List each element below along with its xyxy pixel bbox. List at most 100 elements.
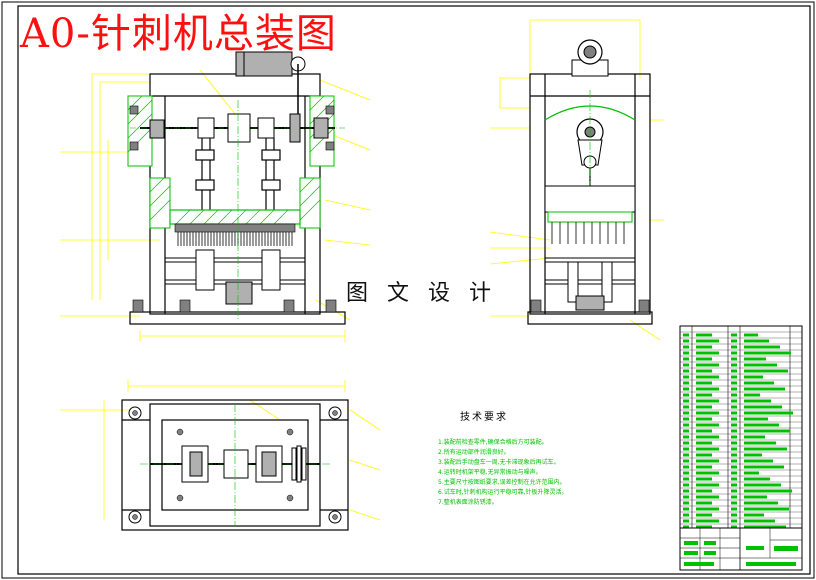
table-cell: [731, 393, 737, 397]
tech-note: 4.运转时机架平稳,无异常振动与噪声。: [438, 469, 542, 476]
table-cell: [744, 369, 788, 373]
tech-note: 1.装配前检查零件,确保合格后方可装配。: [438, 439, 548, 446]
table-cell: [683, 375, 689, 379]
table-cell: [744, 477, 770, 481]
top-view-guides: [60, 380, 381, 521]
table-cell: [683, 465, 689, 469]
top-shaft-assembly: [140, 404, 330, 526]
table-cell: [744, 459, 773, 463]
tech-note: 7.整机表面涂防锈漆。: [438, 499, 498, 506]
table-cell: [744, 489, 792, 493]
table-cell: [683, 501, 689, 505]
side-lower-parts: [545, 257, 635, 311]
front-motor: [235, 51, 306, 130]
table-cell: [744, 483, 781, 487]
table-cell: [683, 369, 689, 373]
needle-row: [177, 232, 293, 246]
table-cell: [744, 393, 760, 397]
table-cell: [683, 441, 689, 445]
table-cell: [731, 429, 737, 433]
table-cell: [683, 423, 689, 427]
table-cell: [683, 495, 689, 499]
table-cell: [731, 471, 737, 475]
tech-note: 2.所有运动部件润滑良好。: [438, 449, 510, 456]
front-view-guides: [60, 69, 371, 342]
table-cell: [731, 459, 737, 463]
drawing-title: A0-针刺机总装图: [20, 11, 337, 57]
front-main-shaft: [130, 113, 345, 143]
table-cell: [731, 423, 737, 427]
table-cell: [744, 471, 759, 475]
table-cell: [731, 381, 737, 385]
table-cell: [683, 447, 689, 451]
table-cell: [696, 441, 712, 445]
table-cell: [731, 513, 737, 517]
table-cell: [696, 477, 712, 481]
table-cell: [696, 483, 719, 487]
table-cell: [731, 501, 737, 505]
table-cell: [696, 405, 712, 409]
table-cell: [744, 411, 793, 415]
table-cell: [696, 375, 719, 379]
table-cell: [696, 393, 712, 397]
table-cell: [696, 339, 719, 343]
top-view: [60, 380, 381, 531]
table-cell: [696, 489, 712, 493]
table-cell: [744, 363, 777, 367]
table-cell: [683, 351, 689, 355]
table-cell: [696, 381, 712, 385]
table-cell: [696, 387, 719, 391]
table-cell: [744, 447, 787, 451]
table-cell: [731, 417, 737, 421]
table-cell: [731, 387, 737, 391]
table-cell: [696, 495, 719, 499]
table-cell: [731, 399, 737, 403]
front-bolts: [129, 105, 337, 313]
table-cell: [696, 519, 719, 523]
table-cell: [683, 411, 689, 415]
side-bolts: [530, 299, 650, 313]
table-cell: [744, 405, 782, 409]
tech-note: 6.试车时,针刺机构运行平稳可靠,针板升降灵活。: [438, 489, 568, 496]
table-cell: [744, 417, 768, 421]
tech-note: 5.主要尺寸按图纸要求,误差控制在允许范围内。: [438, 479, 566, 486]
table-cell: [744, 375, 763, 379]
table-cell: [731, 465, 737, 469]
table-cell: [683, 429, 689, 433]
top-corner-bolts: [128, 406, 342, 524]
table-cell: [683, 333, 689, 337]
parts-list-table: [679, 325, 803, 571]
table-cell: [683, 357, 689, 361]
table-cell: [696, 351, 719, 355]
table-cell: [744, 429, 790, 433]
table-cell: [731, 483, 737, 487]
table-cell: [683, 405, 689, 409]
table-cell: [731, 441, 737, 445]
table-cell: [683, 519, 689, 523]
side-view: [489, 19, 664, 341]
table-cell: [731, 489, 737, 493]
table-cell: [744, 333, 758, 337]
table-cell: [696, 471, 719, 475]
side-view-guides: [489, 19, 664, 341]
table-cell: [696, 333, 712, 337]
table-cell: [731, 339, 737, 343]
side-crank: [576, 90, 604, 200]
table-cell: [696, 345, 712, 349]
table-cell: [696, 459, 719, 463]
table-cell: [731, 405, 737, 409]
table-cell: [683, 483, 689, 487]
table-cell: [696, 399, 719, 403]
table-cell: [683, 345, 689, 349]
side-needle-row: [551, 222, 625, 244]
table-cell: [683, 387, 689, 391]
table-cell: [744, 339, 769, 343]
table-cell: [683, 525, 689, 529]
table-cell: [683, 381, 689, 385]
tech-requirements-heading: 技术要求: [460, 412, 508, 423]
table-cell: [731, 369, 737, 373]
table-cell: [696, 453, 712, 457]
table-cell: [696, 417, 712, 421]
front-needle-board: [169, 209, 301, 246]
